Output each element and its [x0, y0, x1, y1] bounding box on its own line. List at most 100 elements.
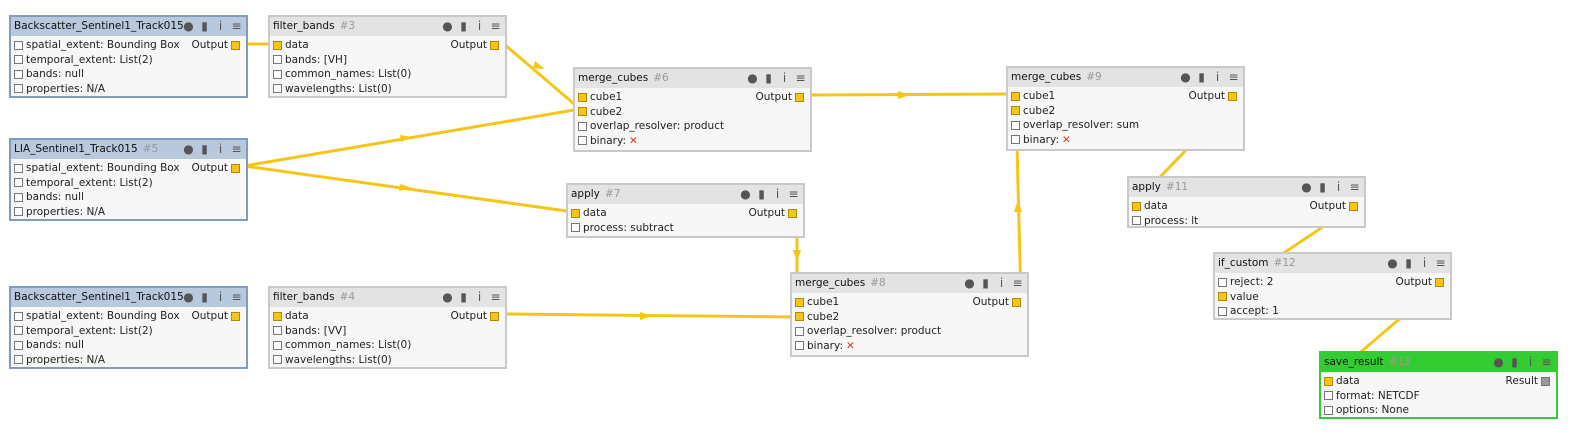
node-header[interactable]: merge_cubes#6 ●▮i≡ — [575, 69, 810, 88]
param-row[interactable]: common_names: List(0) — [273, 67, 502, 82]
menu-icon[interactable]: ≡ — [1012, 276, 1023, 290]
node-header[interactable]: filter_bands#4 ●▮i≡ — [270, 288, 505, 307]
menu-icon[interactable]: ≡ — [231, 290, 242, 304]
trash-icon[interactable]: ▮ — [201, 290, 208, 304]
trash-icon[interactable]: ▮ — [460, 19, 467, 33]
output-port[interactable]: Output — [451, 38, 502, 53]
param-row[interactable]: bands: null — [14, 190, 243, 205]
trash-icon[interactable]: ▮ — [758, 187, 765, 201]
param-port[interactable] — [14, 55, 23, 65]
param-row[interactable]: format: NETCDF — [1324, 389, 1553, 404]
param-row[interactable]: spatial_extent: Bounding Box — [14, 161, 243, 176]
param-port[interactable] — [1011, 135, 1020, 145]
param-row[interactable]: bands: [VV] — [273, 324, 502, 339]
trash-icon[interactable]: ▮ — [1319, 180, 1326, 194]
param-row[interactable]: wavelengths: List(0) — [273, 82, 502, 97]
node-filter-bands-3[interactable]: filter_bands#3 ●▮i≡ data bands: [VH] com… — [268, 15, 507, 98]
trash-icon[interactable]: ▮ — [765, 71, 772, 85]
node-header[interactable]: apply#11 ●▮i≡ — [1129, 178, 1364, 197]
menu-icon[interactable]: ≡ — [490, 19, 501, 33]
param-row[interactable]: bands: null — [14, 338, 243, 353]
output-port-box[interactable] — [1349, 201, 1358, 211]
trash-icon[interactable]: ▮ — [1511, 355, 1518, 369]
output-port[interactable]: Output — [749, 206, 800, 221]
output-port-box[interactable] — [788, 208, 797, 218]
node-apply-11[interactable]: apply#11 ●▮i≡ data process: lt Output — [1127, 176, 1366, 228]
param-row[interactable]: binary:✕ — [578, 134, 807, 149]
node-header[interactable]: merge_cubes#8 ●▮i≡ — [792, 274, 1027, 293]
output-port-box[interactable] — [1228, 91, 1237, 101]
output-port-box[interactable] — [795, 92, 804, 102]
param-port[interactable] — [14, 40, 23, 50]
param-row[interactable]: binary:✕ — [795, 339, 1024, 354]
param-row[interactable]: overlap_resolver: sum — [1011, 118, 1240, 133]
info-icon[interactable]: i — [1215, 70, 1220, 84]
param-port[interactable] — [795, 312, 804, 322]
output-port[interactable]: Output — [1189, 89, 1240, 104]
param-port[interactable] — [1218, 306, 1227, 316]
output-port-box[interactable] — [231, 163, 240, 173]
trash-icon[interactable]: ▮ — [201, 19, 208, 33]
menu-icon[interactable]: ≡ — [1228, 70, 1239, 84]
menu-icon[interactable]: ≡ — [1349, 180, 1360, 194]
param-port[interactable] — [273, 69, 282, 79]
param-row[interactable]: temporal_extent: List(2) — [14, 53, 243, 68]
node-merge-cubes-9[interactable]: merge_cubes#9 ●▮i≡ cube1 cube2 overlap_r… — [1006, 66, 1245, 151]
param-port[interactable] — [273, 355, 282, 365]
comment-icon[interactable]: ● — [1301, 180, 1312, 194]
info-icon[interactable]: i — [999, 276, 1004, 290]
param-port[interactable] — [571, 208, 580, 218]
node-lia-5[interactable]: LIA_Sentinel1_Track015#5 ●▮i≡ spatial_ex… — [9, 138, 248, 221]
param-row[interactable]: bands: null — [14, 67, 243, 82]
info-icon[interactable]: i — [1528, 355, 1533, 369]
param-port[interactable] — [1011, 120, 1020, 130]
node-merge-cubes-6[interactable]: merge_cubes#6 ●▮i≡ cube1 cube2 overlap_r… — [573, 67, 812, 152]
comment-icon[interactable]: ● — [1493, 355, 1504, 369]
info-icon[interactable]: i — [477, 290, 482, 304]
menu-icon[interactable]: ≡ — [1541, 355, 1552, 369]
node-filter-bands-4[interactable]: filter_bands#4 ●▮i≡ data bands: [VV] com… — [268, 286, 507, 369]
param-row[interactable]: cube1 — [578, 90, 807, 105]
param-port[interactable] — [578, 107, 587, 117]
output-port[interactable]: Output — [973, 295, 1024, 310]
info-icon[interactable]: i — [782, 71, 787, 85]
node-if-custom-12[interactable]: if_custom#12 ●▮i≡ reject: 2 value accept… — [1213, 252, 1452, 320]
info-icon[interactable]: i — [477, 19, 482, 33]
node-header[interactable]: filter_bands#3 ●▮i≡ — [270, 17, 505, 36]
param-port[interactable] — [1011, 106, 1020, 116]
param-row[interactable]: value — [1218, 290, 1447, 305]
menu-icon[interactable]: ≡ — [231, 142, 242, 156]
param-port[interactable] — [1132, 216, 1141, 226]
param-port[interactable] — [14, 178, 23, 188]
node-header[interactable]: if_custom#12 ●▮i≡ — [1215, 254, 1450, 273]
param-row[interactable]: options: None — [1324, 403, 1553, 418]
param-port[interactable] — [578, 121, 587, 131]
node-save-result-13[interactable]: save_result#13 ●▮i≡ data format: NETCDF … — [1319, 351, 1558, 419]
param-row[interactable]: cube2 — [795, 310, 1024, 325]
comment-icon[interactable]: ● — [442, 19, 453, 33]
output-port-box[interactable] — [490, 311, 499, 321]
node-backscatter-bottom[interactable]: Backscatter_Sentinel1_Track015... ●▮i≡ s… — [9, 286, 248, 369]
param-port[interactable] — [273, 340, 282, 350]
param-port[interactable] — [1324, 376, 1333, 386]
comment-icon[interactable]: ● — [747, 71, 758, 85]
info-icon[interactable]: i — [218, 19, 223, 33]
param-row[interactable]: data — [1324, 374, 1553, 389]
param-port[interactable] — [14, 84, 23, 94]
param-row[interactable]: wavelengths: List(0) — [273, 353, 502, 368]
param-port[interactable] — [14, 311, 23, 321]
param-row[interactable]: temporal_extent: List(2) — [14, 324, 243, 339]
param-row[interactable]: binary:✕ — [1011, 133, 1240, 148]
comment-icon[interactable]: ● — [740, 187, 751, 201]
node-merge-cubes-8[interactable]: merge_cubes#8 ●▮i≡ cube1 cube2 overlap_r… — [790, 272, 1029, 357]
param-port[interactable] — [1218, 292, 1227, 302]
menu-icon[interactable]: ≡ — [490, 290, 501, 304]
menu-icon[interactable]: ≡ — [795, 71, 806, 85]
param-port[interactable] — [578, 136, 587, 146]
node-header[interactable]: save_result#13 ●▮i≡ — [1321, 353, 1556, 372]
param-port[interactable] — [273, 326, 282, 336]
param-row[interactable]: overlap_resolver: product — [795, 324, 1024, 339]
param-port[interactable] — [273, 40, 282, 50]
param-row[interactable]: data — [273, 309, 502, 324]
output-port[interactable]: Output — [192, 309, 243, 324]
